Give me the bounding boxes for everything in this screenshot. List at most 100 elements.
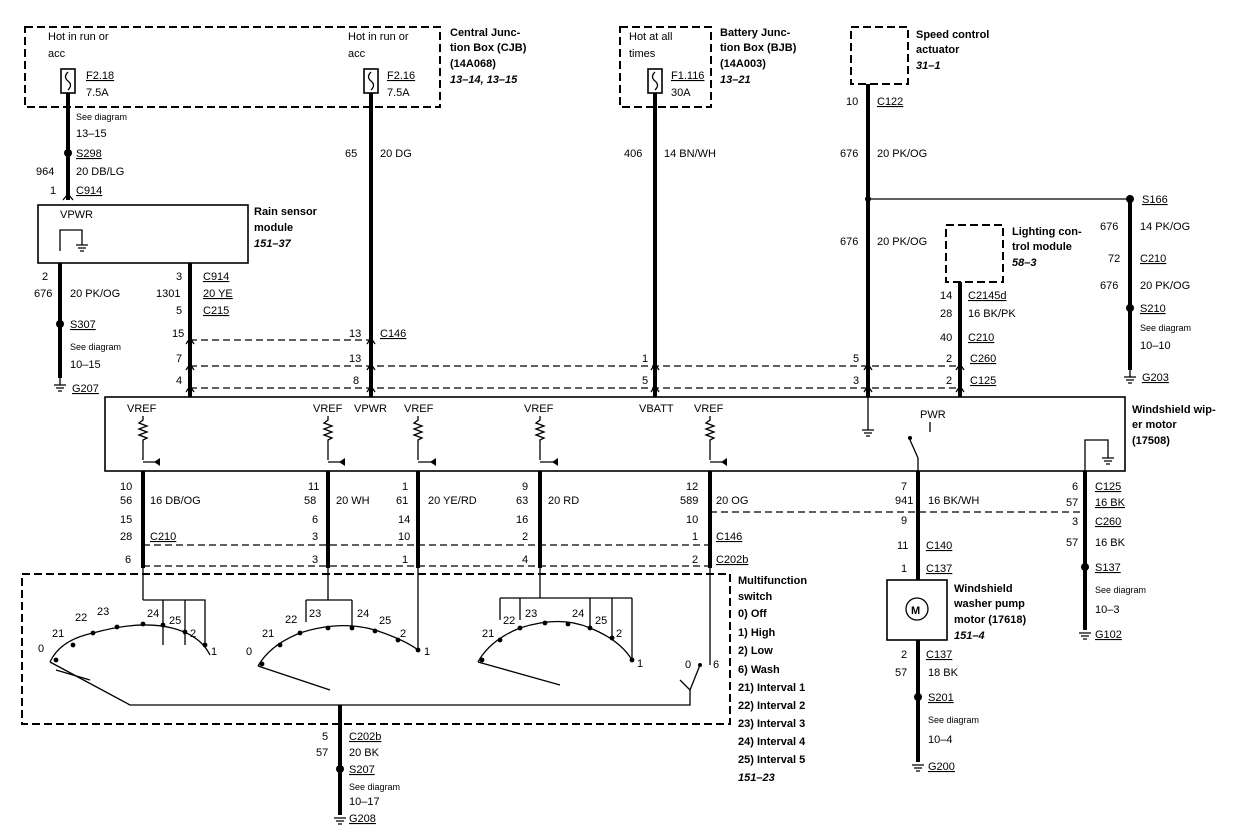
rs2-circuit: 1301: [156, 288, 180, 300]
mfs-ref: 151–23: [738, 772, 775, 784]
wm-pin-vref2: VREF: [313, 403, 343, 415]
rs-pin: 2: [42, 271, 48, 283]
pump-p3: 11: [897, 540, 908, 552]
bus-c260: C260: [970, 353, 996, 365]
bjb-title: Battery Junc-: [720, 27, 791, 39]
rs2-color: 20 YE: [203, 288, 233, 300]
sw2-1: 1: [424, 646, 430, 658]
cjb-fuse1-id: F2.18: [86, 70, 114, 82]
sw3-2: 2: [616, 628, 622, 640]
rs-ground: G207: [72, 383, 99, 395]
gnd-pin: 6: [1072, 481, 1078, 493]
bus-c146: C146: [380, 328, 406, 340]
r-pin: 72: [1108, 253, 1120, 265]
lighting-control-title: Lighting con-: [1012, 226, 1082, 238]
r-see: See diagram: [1140, 323, 1191, 333]
low5-p2: 10: [686, 514, 698, 526]
gnd-circuit: 57: [1066, 497, 1078, 509]
wiper-motor-title: Windshield wip-: [1132, 404, 1216, 416]
r-color2: 20 PK/OG: [1140, 280, 1190, 292]
mfs-pos-21: 21) Interval 1: [738, 682, 805, 694]
rs2-conn2: C215: [203, 305, 229, 317]
low5-p3: 2: [692, 554, 698, 566]
bus-r2-p3: 1: [642, 353, 648, 365]
c1-pin: 1: [50, 185, 56, 197]
c2-color: 20 DG: [380, 148, 412, 160]
c1-conn: C914: [76, 185, 102, 197]
lighting-control-title2: trol module: [1012, 241, 1072, 253]
fuse-f1116-icon: [647, 68, 663, 94]
splice-s298: [64, 149, 72, 157]
r-ground: G203: [1142, 372, 1169, 384]
low1-c2: 28: [120, 531, 132, 543]
ms-circuit: 57: [316, 747, 328, 759]
pump-seeref: 10–4: [928, 734, 952, 746]
mfs-pos-25: 25) Interval 5: [738, 754, 805, 766]
bjb-fuse-id: F1.116: [671, 70, 704, 82]
mfs-pos-0: 0) Off: [738, 608, 767, 620]
low5-c2: 1: [692, 531, 698, 543]
low3-p2: 14: [398, 514, 410, 526]
pump-title3: motor (17618): [954, 614, 1026, 626]
pump-circuit: 941: [895, 495, 913, 507]
pump-p5: 2: [901, 649, 907, 661]
lc-conn2: C210: [968, 332, 994, 344]
wm-pin-vbatt: VBATT: [639, 403, 674, 415]
bus-r1-p2: 13: [349, 328, 361, 340]
wm-ground2-icon: [1084, 439, 1114, 471]
sw1-2: 2: [190, 628, 196, 640]
pump-see: See diagram: [928, 715, 979, 725]
bjb-fuse-label: Hot at all: [629, 31, 672, 43]
low4-p3: 4: [522, 554, 528, 566]
pump-c4: C137: [926, 563, 952, 575]
splice-s207: [336, 765, 344, 773]
gnd-splice: S137: [1095, 562, 1121, 574]
cjb-title2: tion Box (CJB): [450, 42, 527, 54]
splice-s201: [914, 693, 922, 701]
pump-c5: C137: [926, 649, 952, 661]
washer-pump-box: [886, 579, 948, 641]
r-conn: C210: [1140, 253, 1166, 265]
low2-c2: 3: [312, 531, 318, 543]
gnd-conn: C125: [1095, 481, 1121, 493]
sw1-1: 1: [211, 646, 217, 658]
rain-sensor-title2: module: [254, 222, 293, 234]
low4-color: 20 RD: [548, 495, 579, 507]
cjb-box: [24, 26, 441, 108]
gnd-see: See diagram: [1095, 585, 1146, 595]
low1-p3: 6: [125, 554, 131, 566]
wm-switch-icon: [909, 422, 931, 471]
mfs-pos-1: 1) High: [738, 627, 776, 639]
sw2-2: 2: [400, 628, 406, 640]
pump-pin: 7: [901, 481, 907, 493]
pump-splice: S201: [928, 692, 954, 704]
gnd-color: 16 BK: [1095, 497, 1126, 509]
c1-see: See diagram: [76, 112, 127, 122]
rain-sensor-pin: VPWR: [60, 209, 93, 221]
lc-conn: C2145d: [968, 290, 1007, 302]
wash-6: 6: [713, 659, 719, 671]
c1-color: 20 DB/LG: [76, 166, 124, 178]
c4-color: 20 PK/OG: [877, 148, 927, 160]
pump-p4: 1: [901, 563, 907, 575]
splice-s210: [1126, 304, 1134, 312]
cjb-fuse1-amp: 7.5A: [86, 87, 109, 99]
motor-icon: [905, 597, 929, 621]
gnd-color2: 16 BK: [1095, 537, 1126, 549]
sw2-0: 0: [246, 646, 252, 658]
pump-c3: C140: [926, 540, 952, 552]
low5-conn: C146: [716, 531, 742, 543]
fuse-f218-icon: [60, 68, 76, 94]
pump-ref: 151–4: [954, 630, 985, 642]
sw1-0: 0: [38, 643, 44, 655]
ms-color: 20 BK: [349, 747, 380, 759]
sw2-22: 22: [285, 614, 297, 626]
low1-circuit: 56: [120, 495, 132, 507]
pump-circuit2: 57: [895, 667, 907, 679]
ms-splice: S207: [349, 764, 375, 776]
sw3-1: 1: [637, 658, 643, 670]
rs2-pin: 3: [176, 271, 182, 283]
wiper-motor-title2: er motor: [1132, 419, 1177, 431]
wm-pin-vpwr: VPWR: [354, 403, 387, 415]
speed-control-ref: 31–1: [916, 60, 940, 72]
